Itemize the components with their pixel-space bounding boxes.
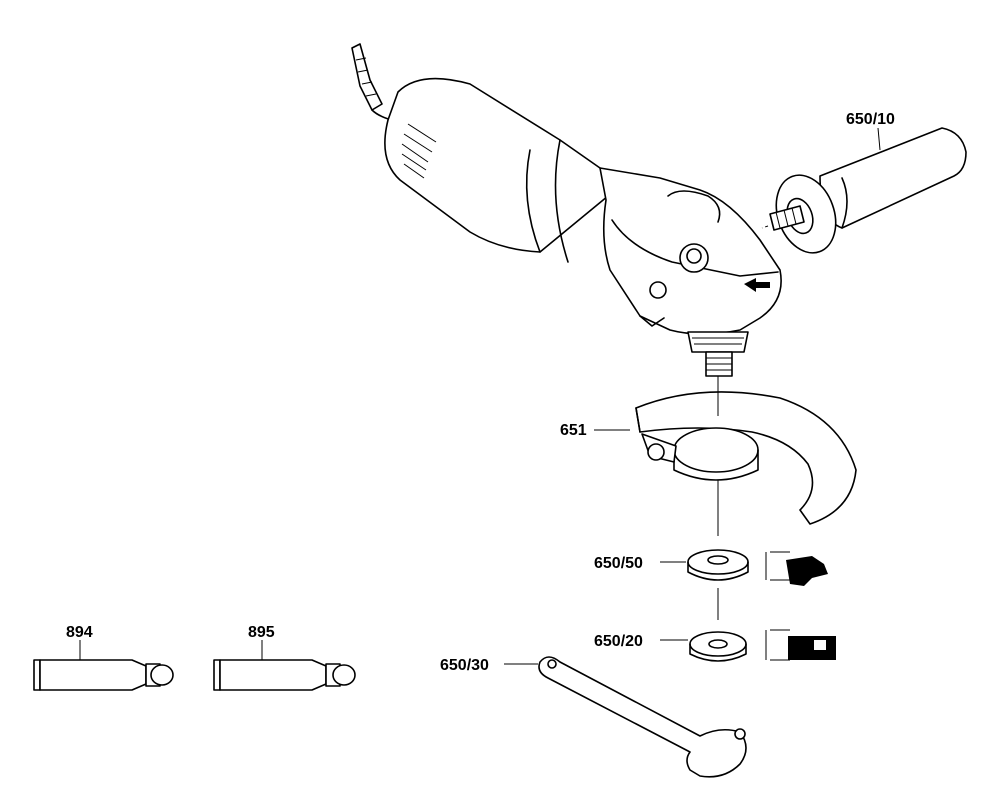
callout-650-10: 650/10 <box>846 111 895 128</box>
wheel-guard <box>594 376 857 536</box>
callout-650-30: 650/30 <box>440 657 489 674</box>
callout-650-50: 650/50 <box>594 555 643 572</box>
callout-651: 651 <box>560 422 587 439</box>
auxiliary-handle <box>761 127 967 254</box>
angle-grinder-body <box>351 43 782 377</box>
pin-spanner <box>504 656 747 778</box>
callout-650-20: 650/20 <box>594 633 643 650</box>
grease-tube-895 <box>213 640 356 691</box>
inner-flange <box>660 549 828 620</box>
grease-tube-894 <box>33 640 174 691</box>
callout-895: 895 <box>248 624 275 641</box>
callout-894: 894 <box>66 624 93 641</box>
clamp-nut <box>660 629 836 662</box>
